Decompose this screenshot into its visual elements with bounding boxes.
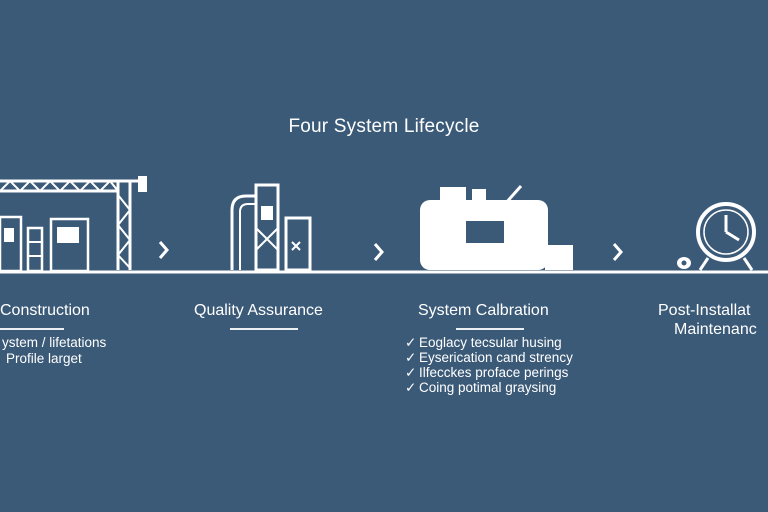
- checklist-item: ✓Coing potimal graysing: [405, 380, 557, 395]
- crane-icon: [0, 176, 147, 273]
- stage-line: ystem / lifetations: [2, 335, 107, 350]
- machine-icon: [420, 185, 573, 270]
- check-icon: ✓: [405, 350, 417, 365]
- check-icon: ✓: [405, 365, 417, 380]
- check-icon: ✓: [405, 335, 417, 350]
- checklist-item: ✓Eyserication cand strency: [405, 350, 573, 365]
- stage-label-maintenance: Maintenanc: [674, 321, 757, 338]
- stage-label-quality-assurance: Quality Assurance: [194, 302, 323, 319]
- clock-icon: [677, 202, 756, 271]
- stage-label-post-installation: Post-Installat: [658, 302, 751, 319]
- stage-label-construction: Construction: [0, 302, 90, 319]
- inspection-equipment-icon: [230, 183, 312, 272]
- arrow-right-icon: [158, 241, 169, 259]
- stage-line: Profile larget: [6, 351, 82, 366]
- diagram-title: Four System Lifecycle: [288, 116, 480, 137]
- stage-underline: [230, 328, 298, 330]
- stage-underline: [0, 328, 64, 330]
- stage-label-system-calibration: System Calbration: [418, 302, 549, 319]
- checklist-item: ✓Eoglacy tecsular husing: [405, 335, 562, 350]
- arrow-right-icon: [612, 243, 623, 261]
- checklist-item: ✓Ilfecckes proface perings: [405, 365, 569, 380]
- check-icon: ✓: [405, 380, 417, 395]
- stage-underline: [456, 328, 524, 330]
- checklist: ✓Eoglacy tecsular husing ✓Eyserication c…: [405, 335, 573, 395]
- arrow-right-icon: [373, 243, 384, 261]
